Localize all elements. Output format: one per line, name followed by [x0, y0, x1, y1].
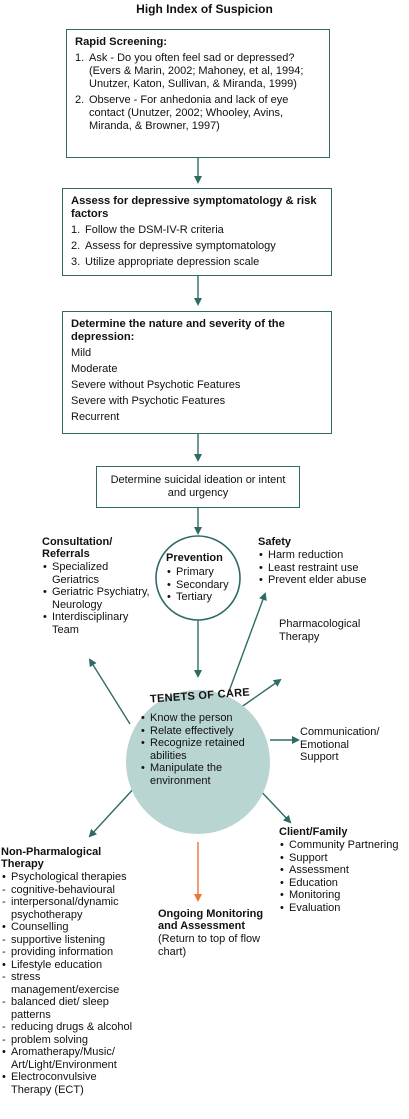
nature-heading: Determine the nature and severity of the…	[71, 318, 285, 343]
non-pharm-item: supportive listening	[1, 934, 137, 947]
communication-support: Communication/ Emotional Support	[300, 726, 380, 763]
prevention-heading: Prevention	[166, 552, 223, 564]
suicidal-ideation-box: Determine suicidal ideation or intent an…	[96, 466, 300, 508]
non-pharm-item: problem solving	[1, 1034, 137, 1047]
severity-item: Severe without Psychotic Features	[71, 379, 241, 391]
tenet-item: Recognize retained abilities	[140, 737, 264, 762]
monitoring-heading: Ongoing Monitoring and Assessment	[158, 908, 264, 932]
non-pharm-item: Lifestyle education	[1, 959, 137, 972]
safety-item: Harm reduction	[258, 549, 398, 562]
severity-item: Recurrent	[71, 411, 120, 423]
tenet-item: Manipulate the environment	[140, 762, 264, 787]
client-family-item: Evaluation	[279, 902, 407, 915]
non-pharm-item: interpersonal/dynamic psychotherapy	[1, 896, 137, 921]
non-pharm-item: Psychological therapies	[1, 871, 137, 884]
arrow-tenets-to-nonpharm	[88, 785, 137, 838]
tenets-section: Know the person Relate effectively Recog…	[140, 712, 264, 787]
non-pharm-item: Electroconvulsive Therapy (ECT)	[1, 1071, 137, 1096]
assess-heading: Assess for depressive symptomatology & r…	[71, 195, 317, 220]
severity-item: Mild	[71, 347, 92, 359]
page-title: High Index of Suspicion	[136, 2, 273, 16]
severity-item: Severe with Psychotic Features	[71, 395, 226, 407]
arrow-tenets-to-safety	[227, 592, 267, 695]
rapid-screening-item: 2.Observe - For anhedonia and lack of ey…	[75, 94, 289, 132]
monitoring-note: (Return to top of flow chart)	[158, 933, 261, 958]
prevention-item: Secondary	[166, 579, 242, 592]
client-family-item: Monitoring	[279, 889, 407, 902]
rapid-screening-box: Rapid Screening: 1.Ask - Do you often fe…	[66, 29, 330, 158]
nature-severity-box: Determine the nature and severity of the…	[62, 311, 332, 434]
consultation-section: Consultation/ Referrals Specialized Geri…	[42, 536, 152, 636]
non-pharm-item: Counselling	[1, 921, 137, 934]
tenet-item: Know the person	[140, 712, 264, 725]
prevention-item: Primary	[166, 566, 242, 579]
non-pharm-heading: Non-Pharmalogical Therapy	[1, 846, 102, 870]
severity-item: Moderate	[71, 363, 118, 375]
rapid-screening-item: 1.Ask - Do you often feel sad or depress…	[75, 52, 304, 90]
client-family-heading: Client/Family	[279, 826, 348, 838]
safety-section: Safety Harm reduction Least restraint us…	[258, 536, 398, 587]
pharmacological-therapy: Pharmacological Therapy	[279, 618, 361, 643]
consultation-item: Specialized Geriatrics	[42, 561, 152, 586]
non-pharm-item: Aromatherapy/Music/ Art/Light/Environmen…	[1, 1046, 137, 1071]
client-family-item: Support	[279, 852, 407, 865]
arrow-tenets-to-consultation	[88, 658, 131, 725]
suicidal-text: Determine suicidal ideation or intent an…	[110, 474, 286, 499]
safety-item: Prevent elder abuse	[258, 574, 398, 587]
consultation-item: Interdisciplinary Team	[42, 611, 152, 636]
client-family-item: Assessment	[279, 864, 407, 877]
non-pharm-item: stress management/exercise	[1, 971, 137, 996]
assess-item: 2.Assess for depressive symptomatology	[71, 240, 276, 252]
monitoring-section: Ongoing Monitoring and Assessment (Retur…	[158, 908, 264, 958]
non-pharm-item: providing information	[1, 946, 137, 959]
prevention-item: Tertiary	[166, 591, 242, 604]
non-pharmacological-section: Non-Pharmalogical Therapy Psychological …	[1, 846, 137, 1096]
arrow-tenets-to-pharmacological	[239, 678, 282, 709]
non-pharm-item: cognitive-behavioural	[1, 884, 137, 897]
client-family-item: Community Partnering	[279, 839, 407, 852]
consultation-item: Geriatric Psychiatry, Neurology	[42, 586, 152, 611]
non-pharm-item: balanced diet/ sleep patterns	[1, 996, 137, 1021]
assess-box: Assess for depressive symptomatology & r…	[62, 188, 332, 276]
prevention-section: Prevention Primary Secondary Tertiary	[162, 552, 242, 604]
rapid-screening-heading: Rapid Screening:	[75, 36, 168, 48]
tenet-item: Relate effectively	[140, 725, 264, 738]
consultation-heading: Consultation/ Referrals	[42, 536, 113, 560]
safety-heading: Safety	[258, 536, 292, 548]
client-family-section: Client/Family Community Partnering Suppo…	[279, 826, 407, 914]
client-family-item: Education	[279, 877, 407, 890]
assess-item: 1.Follow the DSM-IV-R criteria	[71, 224, 224, 236]
safety-item: Least restraint use	[258, 562, 398, 575]
assess-item: 3.Utilize appropriate depression scale	[71, 256, 260, 268]
non-pharm-item: reducing drugs & alcohol	[1, 1021, 137, 1034]
